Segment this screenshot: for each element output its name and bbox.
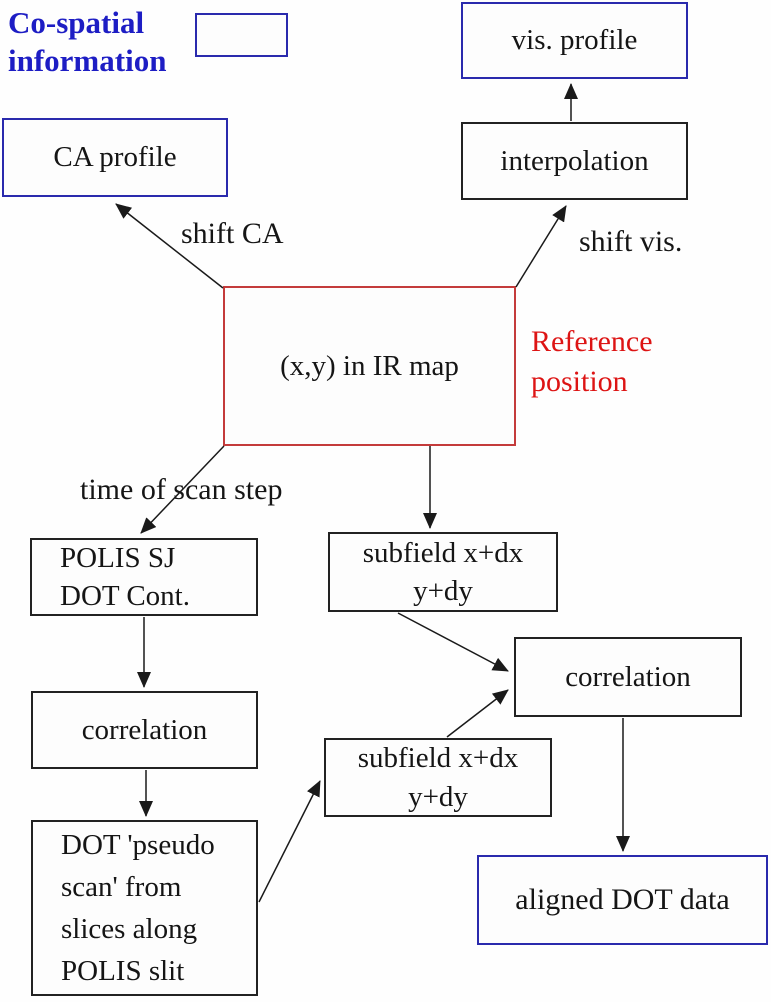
node-correlation-left-label: correlation	[81, 713, 208, 746]
arrow-dot-pseudo-scan-to-subfield-bottom	[258, 780, 321, 903]
node-subfield-bottom: subfield x+dx y+dy	[324, 738, 552, 817]
node-polis-sj-label: POLIS SJ DOT Cont.	[60, 541, 190, 612]
node-ca-profile: CA profile	[2, 118, 228, 197]
node-subfield-bottom-label: subfield x+dx y+dy	[357, 742, 519, 813]
arrow-subfield-bottom-to-correlation-right	[446, 689, 509, 738]
node-aligned-dot-data-label: aligned DOT data	[515, 883, 730, 917]
node-subfield-top: subfield x+dx y+dy	[328, 532, 558, 612]
node-interpolation-label: interpolation	[500, 144, 649, 177]
node-subfield-top-label: subfield x+dx y+dy	[362, 536, 524, 607]
node-polis-sj: POLIS SJ DOT Cont.	[30, 538, 258, 616]
shift-vis-label: shift vis.	[579, 225, 683, 258]
node-vis-profile-label: vis. profile	[511, 24, 638, 57]
node-vis-profile: vis. profile	[461, 2, 688, 79]
node-correlation-right-label: correlation	[565, 660, 691, 693]
node-ir-map-label: (x,y) in IR map	[280, 349, 459, 382]
arrow-ir-map-to-interpolation	[515, 205, 567, 288]
node-interpolation: interpolation	[461, 122, 688, 200]
node-dot-pseudo-scan: DOT 'pseudo scan' from slices along POLI…	[31, 820, 258, 996]
node-dot-pseudo-scan-label: DOT 'pseudo scan' from slices along POLI…	[61, 828, 215, 988]
node-correlation-right: correlation	[514, 637, 742, 717]
node-correlation-left: correlation	[31, 691, 258, 769]
arrow-subfield-top-to-correlation-right	[397, 612, 509, 672]
node-aligned-dot-data: aligned DOT data	[477, 855, 768, 945]
co-spatial-information-label: Co-spatial information	[8, 5, 167, 78]
reference-position-label: Reference position	[531, 325, 653, 398]
node-ca-profile-label: CA profile	[53, 141, 177, 174]
shift-ca-label: shift CA	[181, 217, 284, 250]
time-of-scan-step-label: time of scan step	[80, 473, 283, 506]
legend-swatch-box	[195, 13, 288, 57]
node-ir-map-reference: (x,y) in IR map	[223, 286, 516, 446]
